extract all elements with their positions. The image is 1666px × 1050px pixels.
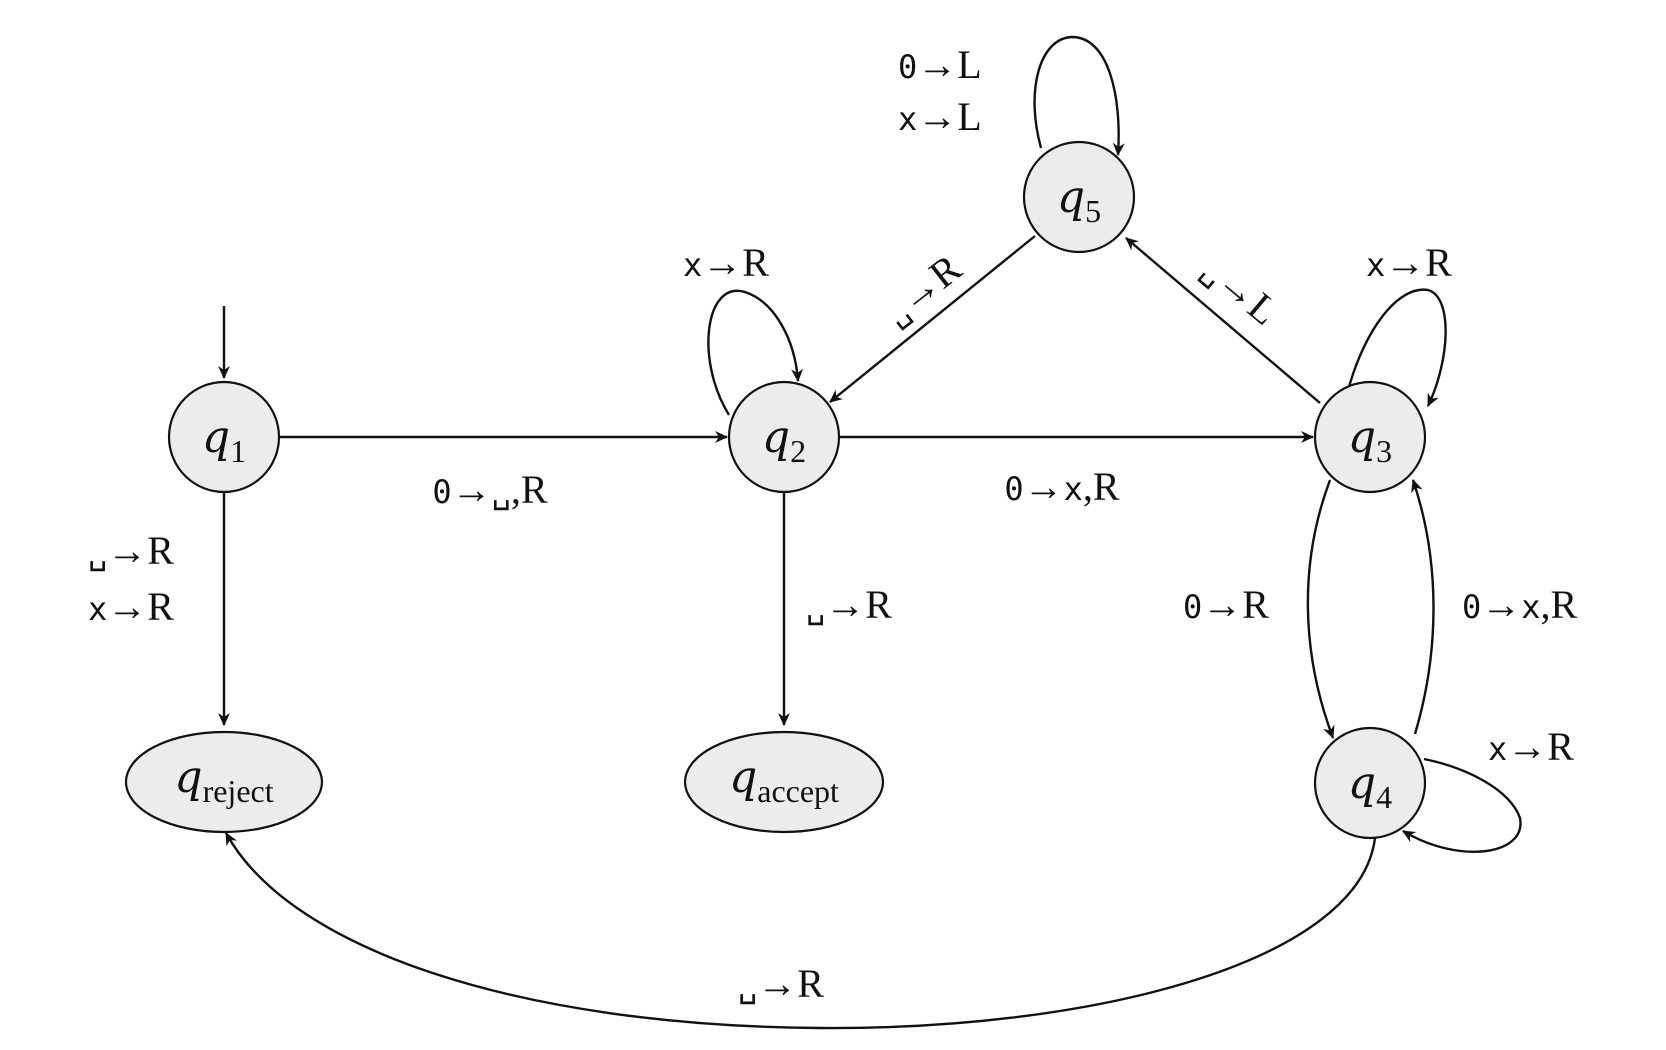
svg-text:qreject: qreject xyxy=(174,752,273,809)
edge-q3-loop xyxy=(1347,288,1447,407)
state-subscript: 3 xyxy=(1376,433,1392,469)
state-subscript: 2 xyxy=(790,433,806,469)
label-q1-reject-x: x→R xyxy=(88,584,174,629)
state-subscript: 4 xyxy=(1376,779,1392,815)
edge-q5-loop xyxy=(1033,35,1125,156)
state-q1: q1 xyxy=(167,380,281,494)
label-q3-q4: 0→R xyxy=(1183,582,1269,627)
edge-q4-q3 xyxy=(1411,479,1435,735)
svg-text:q2: q2 xyxy=(762,412,806,469)
state-q3: q3 xyxy=(1313,380,1427,494)
edge-q4-reject xyxy=(224,832,1377,1030)
state-q5: q5 xyxy=(1022,140,1136,254)
svg-text:q4: q4 xyxy=(1348,758,1392,815)
svg-text:qaccept: qaccept xyxy=(729,752,839,809)
label-q4-q3: 0→x,R xyxy=(1462,582,1578,627)
label-q5-q2: ␣→R xyxy=(874,245,970,334)
state-subscript: reject xyxy=(203,773,274,809)
transition-labels: 0→␣,R 0→x,R ␣→R x→R ␣→R x→R 0→L x→L ␣→R xyxy=(88,42,1578,1006)
label-q3-q5: ␣→L xyxy=(1194,246,1287,334)
label-q2-q3: 0→x,R xyxy=(1004,464,1120,509)
edge-q2-loop xyxy=(707,289,804,416)
edges xyxy=(218,35,1522,1030)
label-q4-reject: ␣→R xyxy=(738,961,824,1006)
state-label: q xyxy=(202,412,230,463)
label-q4-loop: x→R xyxy=(1488,724,1574,769)
label-q3-loop: x→R xyxy=(1366,240,1452,285)
edge-q5-q2 xyxy=(829,235,1036,403)
label-q1-reject-blank: ␣→R xyxy=(88,528,174,573)
label-q1-q2: 0→␣,R xyxy=(432,467,548,512)
state-q2: q2 xyxy=(727,380,841,494)
state-accept: qaccept xyxy=(683,730,885,834)
state-label: q xyxy=(174,752,202,803)
state-label: q xyxy=(762,412,790,463)
state-label: q xyxy=(1057,172,1085,223)
label-q2-loop: x→R xyxy=(683,240,769,285)
svg-text:q1: q1 xyxy=(202,412,246,469)
state-label: q xyxy=(729,752,757,803)
state-reject: qreject xyxy=(124,730,324,834)
edge-q4-loop xyxy=(1402,757,1522,854)
state-q4: q4 xyxy=(1313,726,1427,840)
edge-q3-q5 xyxy=(1125,237,1321,404)
label-q5-loop-x: x→L xyxy=(898,94,982,139)
label-q5-loop-0: 0→L xyxy=(898,42,982,87)
label-q2-accept: ␣→R xyxy=(806,582,892,627)
state-subscript: accept xyxy=(757,773,839,809)
svg-text:q3: q3 xyxy=(1348,412,1392,469)
svg-text:q5: q5 xyxy=(1057,172,1101,229)
edge-q3-q4 xyxy=(1306,479,1335,739)
state-label: q xyxy=(1348,758,1376,809)
state-subscript: 5 xyxy=(1085,193,1101,229)
state-subscript: 1 xyxy=(230,433,246,469)
state-label: q xyxy=(1348,412,1376,463)
